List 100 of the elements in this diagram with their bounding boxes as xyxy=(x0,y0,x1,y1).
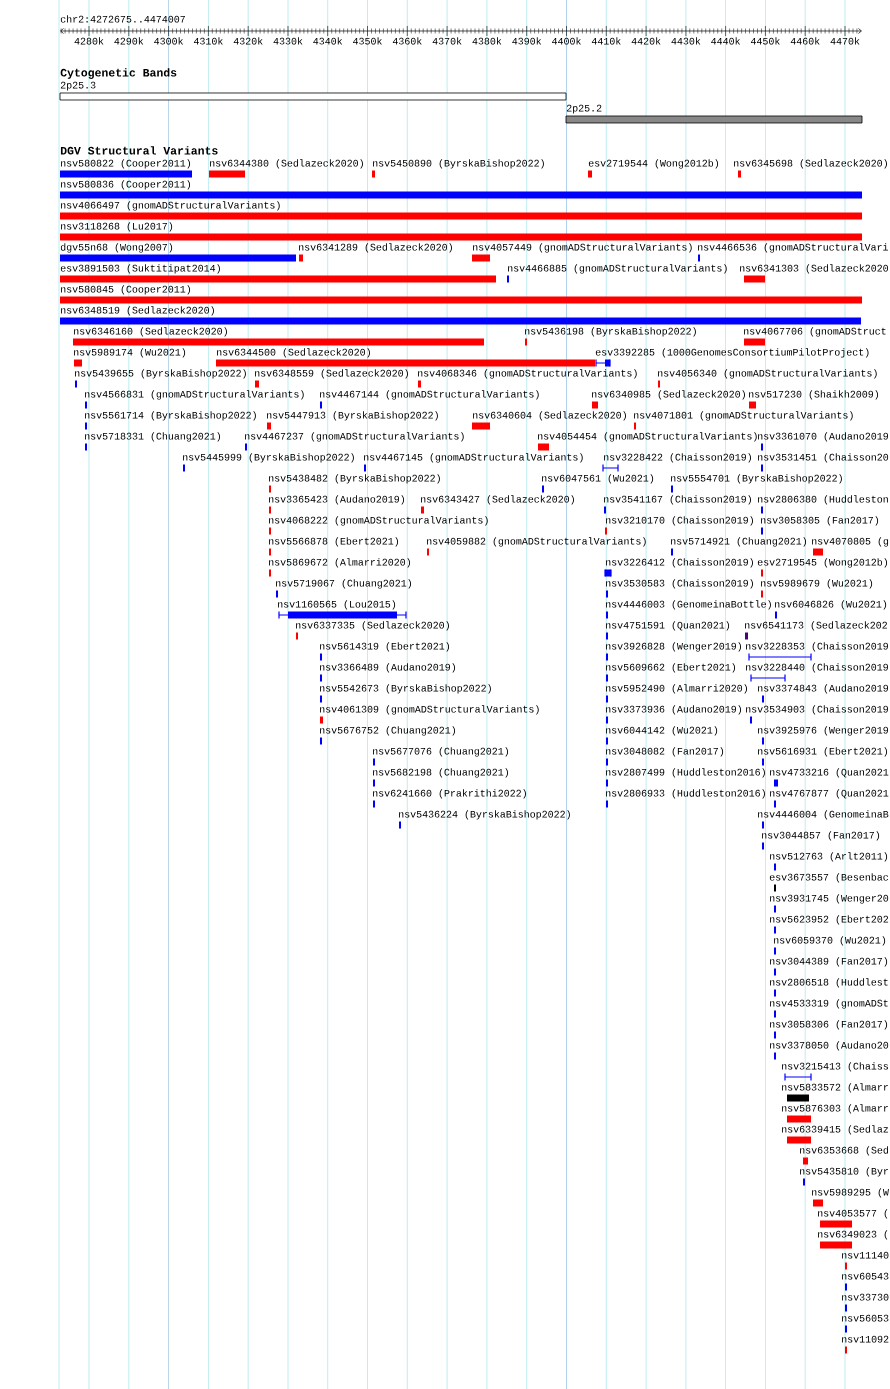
variant-feature: nsv6339415 (Sedlaz xyxy=(782,1125,889,1144)
tick-label: 4390k xyxy=(512,37,542,45)
node-label: nsv6337335 (Sedlazeck2020) xyxy=(296,621,449,631)
variant-feature: nsv5561714 (ByrskaBishop2022) xyxy=(85,411,256,430)
node-label: nsv512763 (Arlt2011) xyxy=(770,852,888,862)
node-label: nsv6343427 (Sedlazeck2020) xyxy=(421,495,574,505)
node-label: nsv5876303 (Almarr xyxy=(782,1104,888,1114)
variant-feature: nsv5450890 (ByrskaBishop2022) xyxy=(372,159,544,178)
tick-label: 4330k xyxy=(273,37,303,45)
variant-feature: nsv4071801 (gnomADStructuralVariants) xyxy=(634,411,853,430)
node-label: nsv6340604 (Sedlazeck2020) xyxy=(473,411,626,421)
variant-feature: nsv4059882 (gnomADStructuralVariants) xyxy=(427,537,646,556)
node-label: nsv6047561 (Wu2021) xyxy=(542,474,654,484)
variant-feature: nsv512763 (Arlt2011) xyxy=(770,852,888,871)
node-label: nsv4071801 (gnomADStructuralVariants) xyxy=(634,411,853,421)
variant-feature: nsv4057449 (gnomADStructuralVariants) xyxy=(472,243,692,262)
variant-feature: nsv5869672 (Almarri2020) xyxy=(269,558,410,577)
variant-feature: nsv4446004 (GenomeinaB xyxy=(758,810,889,829)
node-label: nsv3058306 (Fan2017) xyxy=(770,1020,888,1030)
variant-feature: nsv6348559 (Sedlazeck2020) xyxy=(255,369,408,388)
node-label: nsv5989174 (Wu2021) xyxy=(74,348,186,358)
node-label: nsv5719067 (Chuang2021) xyxy=(276,579,412,589)
node-label: nsv60543 xyxy=(842,1272,889,1280)
node-label: nsv3530583 (Chaisson2019) xyxy=(606,579,753,589)
variant-feature: nsv4067706 (gnomADStruct xyxy=(744,327,886,346)
variant-feature: nsv6341289 (Sedlazeck2020) xyxy=(299,243,452,262)
node-label: nsv3361070 (Audano2019 xyxy=(758,432,889,442)
variant-feature: nsv4066497 (gnomADStructuralVariants) xyxy=(60,201,862,220)
variant-feature: nsv11140 xyxy=(842,1251,889,1270)
node-label: esv3673557 (Besenbac xyxy=(769,873,889,883)
node-label: nsv5682198 (Chuang2021) xyxy=(373,768,509,778)
tick-label: 4340k xyxy=(313,37,343,45)
node-label: nsv5566878 (Ebert2021) xyxy=(269,537,399,547)
variant-feature: nsv6353668 (Sed xyxy=(800,1146,888,1165)
node-label: 2p25.3 xyxy=(60,81,96,91)
node-label: nsv3931745 (Wenger20 xyxy=(770,894,889,904)
variant-feature: nsv5677076 (Chuang2021) xyxy=(373,747,508,766)
node-label: nsv4446003 (GenomeinaBottle) xyxy=(606,600,771,610)
node-label: nsv5989295 (W xyxy=(812,1188,889,1198)
node-label: nsv5614319 (Ebert2021) xyxy=(320,642,450,652)
variant-feature: nsv2806933 (Huddleston2016) xyxy=(606,789,765,808)
variant-feature: nsv5682198 (Chuang2021) xyxy=(373,768,508,787)
node-label: nsv3373936 (Audano2019) xyxy=(606,705,742,715)
node-label: nsv3118268 (Lu2017) xyxy=(61,222,173,232)
variant-feature: nsv6340985 (Sedlazeck2020) xyxy=(592,390,745,409)
variant-feature: nsv6344380 (Sedlazeck2020) xyxy=(209,159,363,178)
variant-feature: nsv5435810 (Byr xyxy=(800,1167,888,1186)
variant-feature: nsv3534903 (Chaisson2019 xyxy=(746,705,888,724)
variant-feature: nsv5614319 (Ebert2021) xyxy=(320,642,450,661)
node-label: nsv5436198 (ByrskaBishop2022) xyxy=(525,327,696,337)
node-label: nsv3210170 (Chaisson2019) xyxy=(606,516,753,526)
node-label: nsv4053577 ( xyxy=(818,1209,888,1219)
cytoband: 2p25.3 xyxy=(59,81,567,101)
variant-feature: nsv2806380 (Huddleston xyxy=(758,495,888,514)
node-label: 2p25.2 xyxy=(566,104,602,114)
cytoband: 2p25.2 xyxy=(565,104,863,124)
node-label: nsv3541167 (Chaisson2019) xyxy=(604,495,751,505)
variant-feature: nsv5714921 (Chuang2021) xyxy=(671,537,807,556)
variant-feature: nsv2807499 (Huddleston2016) xyxy=(606,768,765,787)
node-label: nsv6344380 (Sedlazeck2020) xyxy=(210,159,363,169)
variant-feature: nsv5833572 (Almarr xyxy=(782,1083,888,1102)
node-label: dgv55n68 (Wong2007) xyxy=(60,243,173,253)
track-title: DGV Structural Variants xyxy=(60,146,218,155)
variant-feature: nsv4446003 (GenomeinaBottle) xyxy=(606,600,771,619)
variant-feature: nsv5554701 (ByrskaBishop2022) xyxy=(671,474,842,493)
node-label: nsv3365423 (Audano2019) xyxy=(269,495,405,505)
tick-label: 4320k xyxy=(233,37,263,45)
node-label: nsv5677076 (Chuang2021) xyxy=(373,747,509,757)
variant-feature: nsv4467145 (gnomADStructuralVariants) xyxy=(364,453,583,472)
node-label: nsv580836 (Cooper2011) xyxy=(61,180,191,190)
node-label: nsv6344500 (Sedlazeck2020) xyxy=(217,348,370,358)
variant-feature: nsv4068222 (gnomADStructuralVariants) xyxy=(269,516,488,535)
node-label: esv2719545 (Wong2012b) xyxy=(757,558,888,568)
node-label: nsv3925976 (Wenger2019 xyxy=(758,726,889,736)
node-label: nsv4068222 (gnomADStructuralVariants) xyxy=(269,516,488,526)
node-label: nsv6340985 (Sedlazeck2020) xyxy=(592,390,745,400)
variant-feature: nsv4533319 (gnomADSt xyxy=(770,999,888,1018)
variant-feature: nsv3925976 (Wenger2019 xyxy=(758,726,889,745)
tick-label: 4440k xyxy=(711,37,741,45)
variant-feature: nsv5989679 (Wu2021) xyxy=(761,579,873,598)
variant-feature: nsv580822 (Cooper2011) xyxy=(60,159,192,178)
variant-feature: nsv5676752 (Chuang2021) xyxy=(320,726,455,745)
variant-feature: nsv4767877 (Quan2021 xyxy=(770,789,889,808)
variant-feature: nsv1160565 (Lou2015) xyxy=(278,600,407,620)
variant-feature: nsv5718331 (Chuang2021) xyxy=(85,432,220,451)
variant-feature: nsv5542673 (ByrskaBishop2022) xyxy=(320,684,491,703)
node-label: nsv580845 (Cooper2011) xyxy=(61,285,191,295)
node-label: esv3392285 (1000GenomesConsortiumPilotProject) xyxy=(595,348,869,358)
node-label: nsv6541173 (Sedlazeck202 xyxy=(745,621,887,631)
node-label: nsv11092 xyxy=(842,1335,889,1343)
node-label: nsv4059882 (gnomADStructuralVariants) xyxy=(427,537,646,547)
node-label: nsv6059370 (Wu2021) xyxy=(774,936,886,946)
node-label: nsv4056340 (gnomADStructuralVariants) xyxy=(658,369,877,379)
variant-feature: nsv3531451 (Chaisson20 xyxy=(758,453,889,472)
variant-feature: nsv5989295 (W xyxy=(812,1188,889,1207)
node-label: nsv3058305 (Fan2017) xyxy=(761,516,879,526)
node-label: nsv5542673 (ByrskaBishop2022) xyxy=(320,684,491,694)
variant-feature: nsv6345698 (Sedlazeck2020) xyxy=(734,159,887,178)
variant-feature: nsv5566878 (Ebert2021) xyxy=(269,537,399,556)
variant-feature: nsv5876303 (Almarr xyxy=(782,1104,888,1123)
